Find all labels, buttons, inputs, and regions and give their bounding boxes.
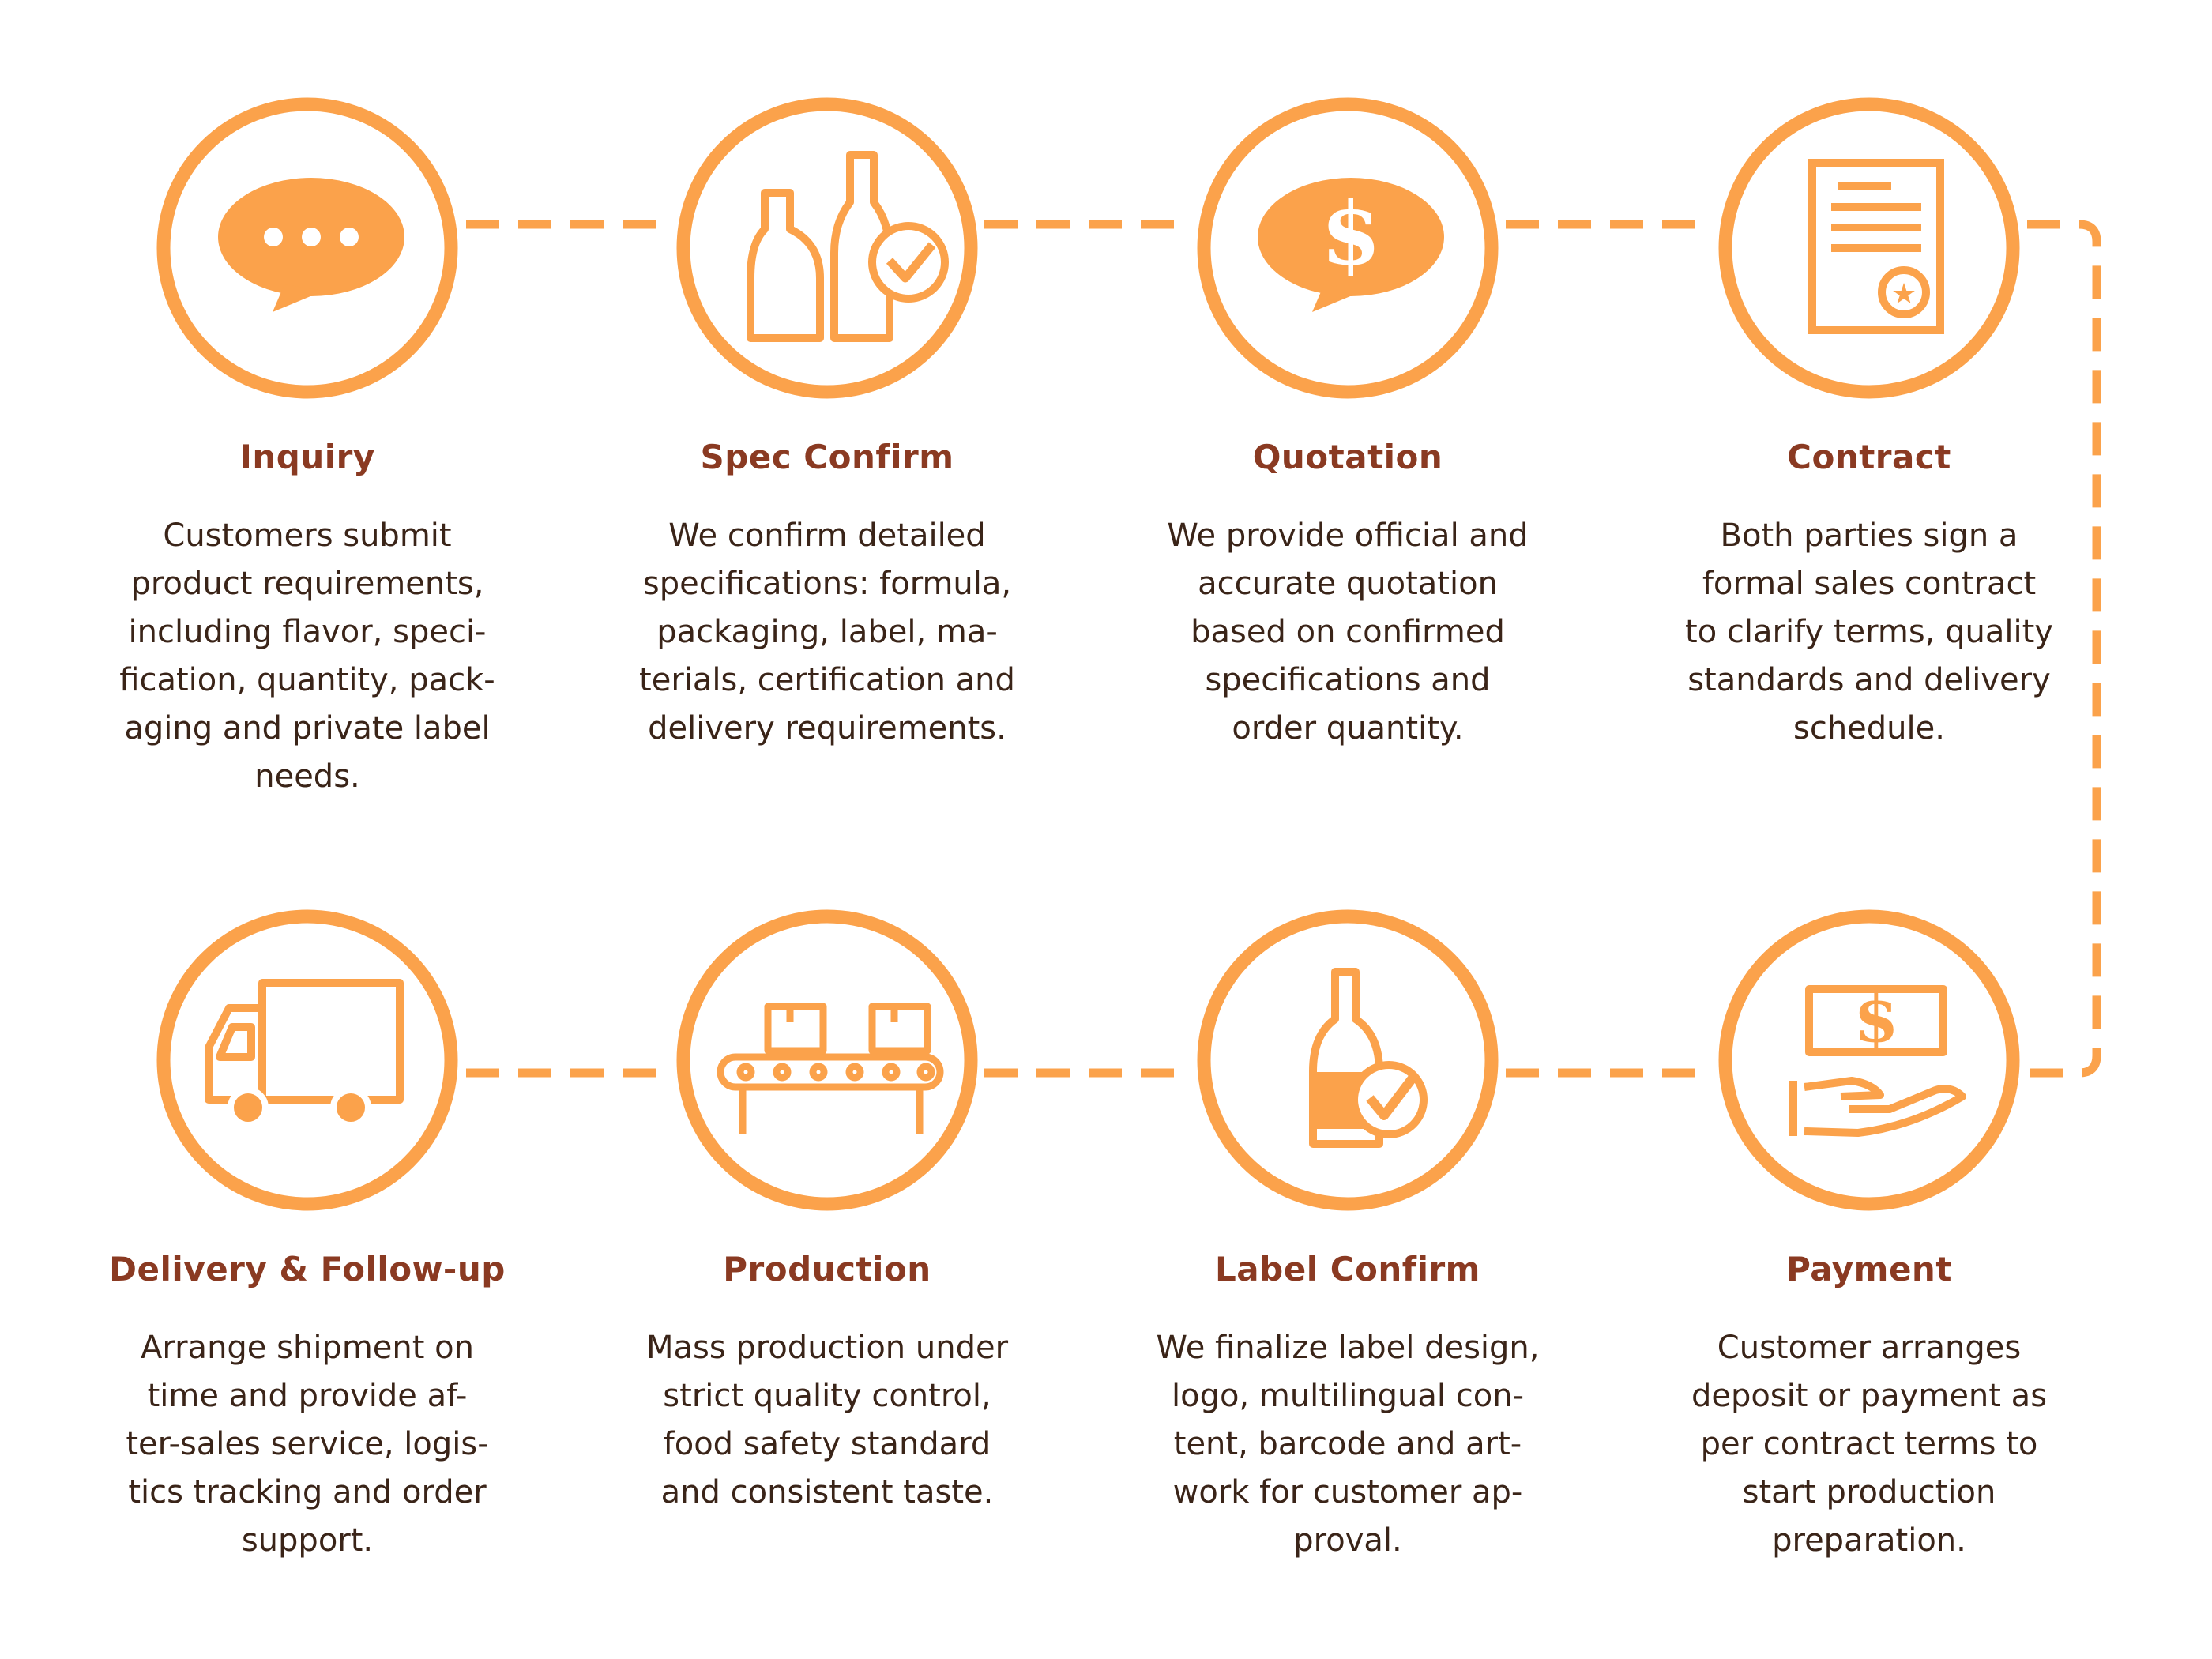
connector-contract-payment: [2027, 220, 2101, 1078]
step-quotation: Quotation We provide official and accura…: [1127, 0, 1569, 830]
step-description: Mass production under strict quality con…: [645, 1330, 1009, 1510]
step-title: Label Confirm: [1215, 1250, 1480, 1288]
step-circle-payment: [1718, 909, 2020, 1211]
step-title: Delivery & Follow-up: [109, 1250, 506, 1288]
step-delivery-follow-up: Delivery & Follow-up Arrange shipment on…: [86, 0, 529, 1659]
step-inquiry: Inquiry Customers submit product require…: [86, 0, 529, 830]
bottle-check-icon: [1309, 968, 1428, 1148]
step-description: We finalize label design, logo, multilin…: [1156, 1330, 1540, 1559]
step-description: Customers submit product requirements, i…: [119, 517, 495, 795]
step-circle-contract: [1718, 97, 2020, 399]
step-payment: Payment Customer arranges deposit or pay…: [1648, 0, 2090, 1659]
step-spec-confirm: Spec Confirm We confirm detailed specifi…: [606, 0, 1048, 830]
hand-money-icon: $: [1789, 981, 1966, 1137]
step-circle-spec-confirm: [676, 97, 978, 399]
step-circle-delivery: [156, 909, 458, 1211]
speech-bubble-icon: [218, 178, 404, 312]
step-production: Production Mass production under strict …: [606, 0, 1048, 1659]
step-contract: Contract Both parties sign a formal sale…: [1648, 0, 2090, 830]
step-title: Contract: [1787, 438, 1951, 476]
step-description: Arrange shipment on time and provide af-…: [126, 1330, 489, 1559]
svg-text:★: ★: [1891, 278, 1917, 310]
step-description: Customer arranges deposit or payment as …: [1691, 1330, 2048, 1559]
truck-icon: [205, 979, 404, 1128]
step-title: Inquiry: [239, 438, 375, 476]
step-description: We provide official and accurate quotati…: [1167, 517, 1529, 747]
step-circle-label-confirm: [1197, 909, 1499, 1211]
step-circle-production: [676, 909, 978, 1211]
step-title: Spec Confirm: [700, 438, 954, 476]
step-circle-quotation: [1197, 97, 1499, 399]
step-label-confirm: Label Confirm We finalize label design, …: [1127, 0, 1569, 1659]
svg-text:$: $: [1321, 182, 1382, 284]
contract-document-icon: ★: [1808, 159, 1944, 334]
conveyor-belt-icon: [717, 1003, 944, 1134]
dollar-bubble-icon: $: [1258, 178, 1444, 312]
step-description: We confirm detailed specifications: form…: [639, 517, 1015, 747]
step-title: Quotation: [1252, 438, 1443, 476]
svg-text:$: $: [1853, 981, 1898, 1057]
step-circle-inquiry: [156, 97, 458, 399]
step-description: Both parties sign a formal sales contrac…: [1685, 517, 2053, 747]
step-title: Production: [723, 1250, 931, 1288]
bottles-check-icon: [747, 151, 949, 342]
step-title: Payment: [1786, 1250, 1952, 1288]
